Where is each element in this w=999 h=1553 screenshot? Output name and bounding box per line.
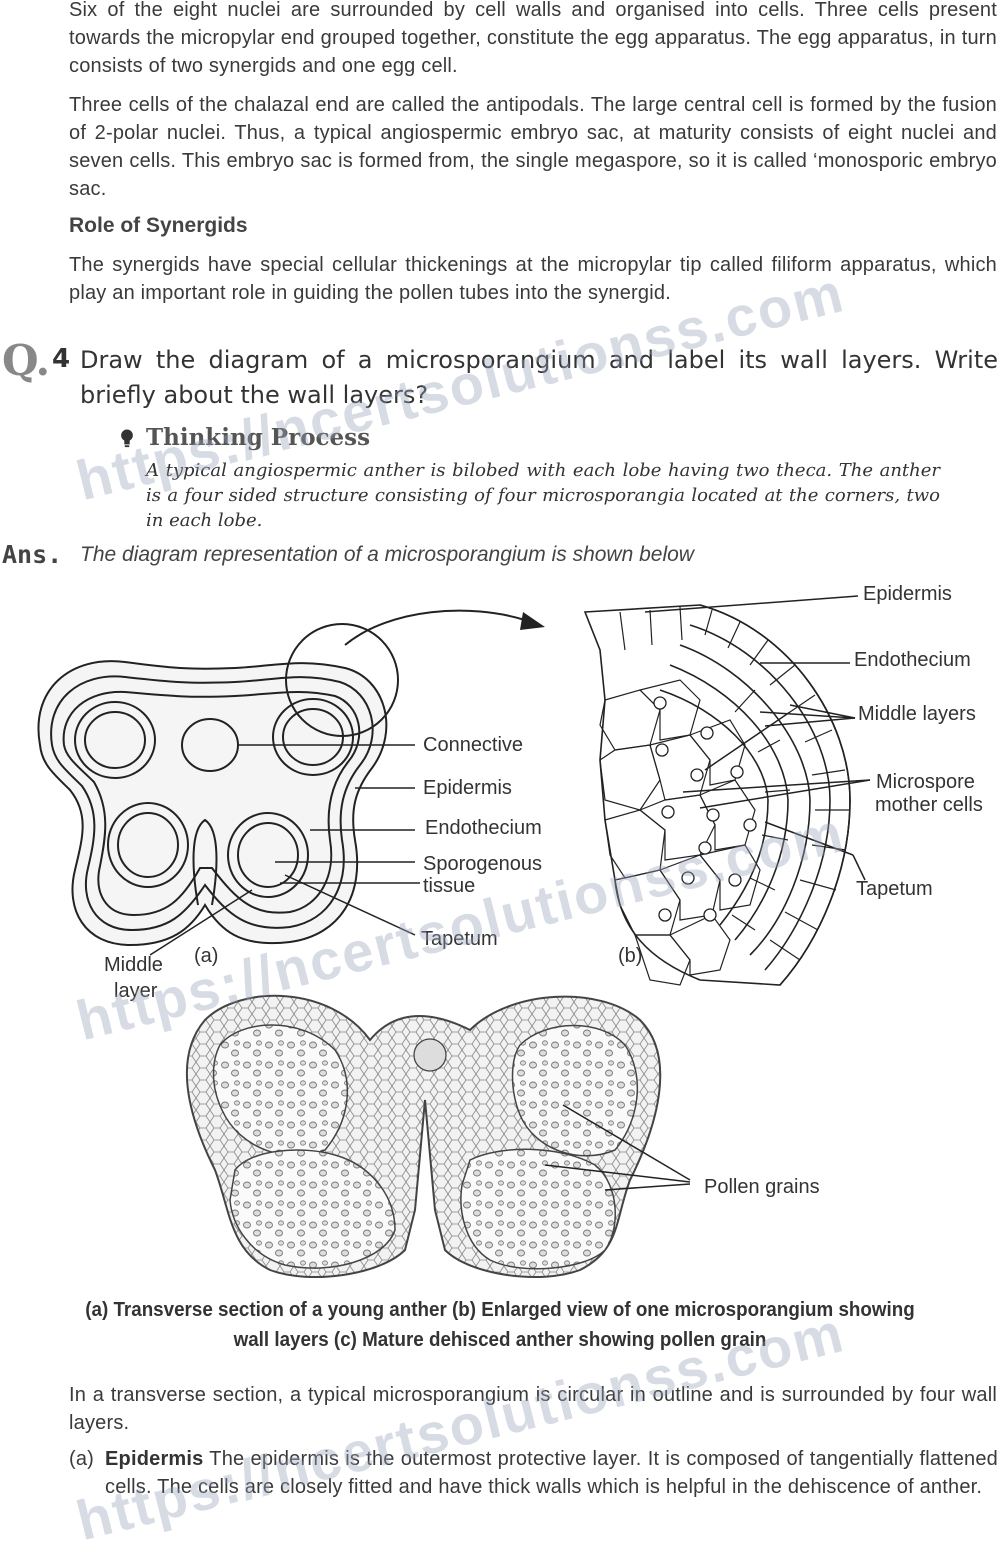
label-b-microspore: Microspore: [876, 771, 975, 793]
label-a-sporogenous-tissue: tissue: [423, 875, 476, 897]
thinking-process-body: A typical angiospermic anther is bilobed…: [146, 460, 940, 531]
list-item-epidermis: Epidermis The epidermis is the outermost…: [105, 1445, 998, 1501]
question-number: 4: [52, 344, 71, 374]
lightbulb-icon: [121, 429, 133, 448]
figure-c-dehisced-anther: [185, 994, 662, 1279]
label-b-epidermis: Epidermis: [863, 583, 952, 605]
question-text: Draw the diagram of a microsporangium an…: [80, 346, 998, 409]
label-b-mother-cells: mother cells: [875, 794, 983, 816]
label-a-connective: Connective: [423, 734, 524, 756]
label-a-sporogenous: Sporogenous: [423, 853, 542, 875]
figure-a-leader-lines: [149, 744, 420, 956]
figure-c-leader-lines: [544, 1104, 691, 1191]
caption-line-2: wall layers (c) Mature dehisced anther s…: [233, 1329, 767, 1351]
paragraph-transverse-section: In a transverse section, a typical micro…: [69, 1384, 997, 1434]
label-a-tapetum: Tapetum: [421, 928, 498, 950]
label-b-endothecium: Endothecium: [854, 649, 971, 671]
figure-b-microsporangium: [583, 604, 851, 986]
label-b-middle-layers: Middle layers: [858, 703, 976, 725]
thinking-process-title: Thinking Process: [146, 424, 371, 451]
figure-a-anther-section: [37, 623, 399, 947]
figure-b-leader-lines: [644, 595, 871, 881]
answer-label: Ans.: [2, 540, 63, 569]
epidermis-description: The epidermis is the outermost protectiv…: [105, 1448, 998, 1498]
figure-a-tag: (a): [194, 945, 219, 967]
figure-b-tag: (b): [618, 945, 643, 967]
caption-line-1: (a) Transverse section of a young anther…: [85, 1299, 915, 1321]
label-c-pollen-grains: Pollen grains: [704, 1176, 820, 1198]
paragraph-antipodals: Three cells of the chalazal end are call…: [69, 94, 997, 200]
question-mark-label: Q.: [2, 336, 50, 385]
label-a-epidermis: Epidermis: [423, 777, 512, 799]
label-b-tapetum: Tapetum: [856, 878, 933, 900]
answer-intro: The diagram representation of a microspo…: [80, 543, 694, 566]
paragraph-synergids: The synergids have special cellular thic…: [69, 254, 997, 304]
label-a-endothecium: Endothecium: [425, 817, 542, 839]
heading-role-of-synergids: Role of Synergids: [69, 214, 248, 237]
term-epidermis: Epidermis: [105, 1448, 204, 1470]
figure-caption: (a) Transverse section of a young anther…: [49, 1295, 951, 1355]
list-marker-a: (a): [69, 1448, 95, 1470]
label-a-middle: Middle: [104, 954, 163, 976]
label-a-layer: layer: [114, 980, 158, 1002]
paragraph-egg-apparatus: Six of the eight nuclei are surrounded b…: [69, 0, 997, 77]
